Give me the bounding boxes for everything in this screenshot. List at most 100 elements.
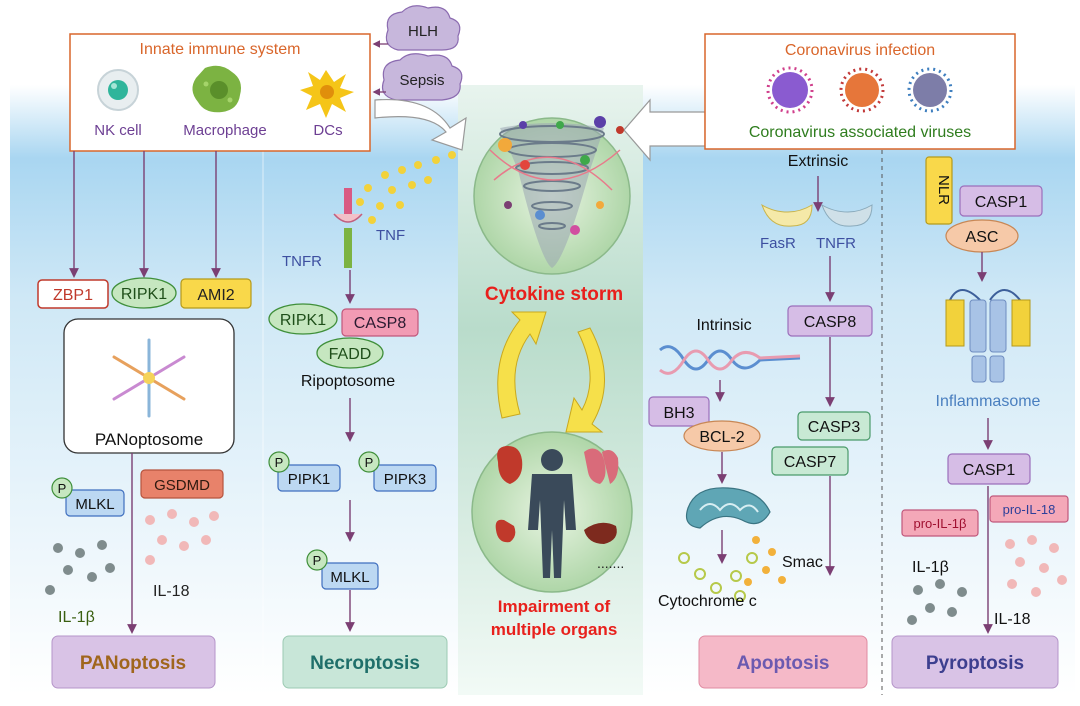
tnfr-receptor-icon <box>333 188 363 268</box>
svg-text:MLKL: MLKL <box>330 569 369 586</box>
virus-icon-3 <box>907 67 953 113</box>
sepsis-label: Sepsis <box>399 72 444 89</box>
svg-text:BH3: BH3 <box>663 405 694 422</box>
necroptosis-outcome: Necroptosis <box>282 635 448 689</box>
organs-circle: ....... <box>471 431 633 593</box>
panoptosis-outcome: PANoptosis <box>51 635 216 689</box>
cytochrome-label: Cytochrome c <box>658 593 757 610</box>
smac-label: Smac <box>782 554 823 571</box>
panoptosome-box: PANoptosome <box>63 318 235 454</box>
kidney-icon <box>495 519 516 543</box>
svg-text:CASP3: CASP3 <box>808 419 861 436</box>
cytochrome-dots <box>678 552 758 602</box>
svg-text:ZBP1: ZBP1 <box>53 287 93 304</box>
il18-pan-label: IL-18 <box>153 583 190 600</box>
heart-icon <box>497 446 523 484</box>
svg-text:Apoptosis: Apoptosis <box>737 653 830 674</box>
dna-helix-icon <box>659 345 801 375</box>
il18-pyro-label: IL-18 <box>994 611 1031 628</box>
coronavirus-title: Coronavirus infection <box>785 42 935 59</box>
svg-text:P: P <box>365 455 374 470</box>
casp1-box: CASP1 <box>947 453 1031 485</box>
svg-text:ASC: ASC <box>966 229 999 246</box>
svg-text:pro-IL-18: pro-IL-18 <box>1003 502 1056 517</box>
fasr-label: FasR <box>760 235 796 252</box>
panoptosome-complex-icon <box>112 338 186 418</box>
il18-dots-pan <box>145 509 219 565</box>
svg-text:Necroptosis: Necroptosis <box>310 653 420 674</box>
svg-text:CASP1: CASP1 <box>975 194 1028 211</box>
svg-text:P: P <box>275 455 284 470</box>
macrophage-label: Macrophage <box>183 122 266 139</box>
cytokine-tornado <box>473 116 631 275</box>
inflammasome-icon <box>945 289 1031 383</box>
svg-text:AMI2: AMI2 <box>197 287 234 304</box>
svg-text:FADD: FADD <box>329 346 372 363</box>
il1b-dots-pan <box>45 540 115 595</box>
extrinsic-label: Extrinsic <box>788 153 848 170</box>
liver-icon <box>584 522 617 544</box>
svg-text:PIPK3: PIPK3 <box>384 471 427 488</box>
pyroptosis-outcome: Pyroptosis <box>891 635 1059 689</box>
svg-text:PANoptosis: PANoptosis <box>80 653 186 674</box>
asc-ellipse: ASC <box>945 219 1019 253</box>
mitochondria-icon <box>685 487 771 529</box>
virus-icon-1 <box>766 66 814 114</box>
casp7-box: CASP7 <box>771 446 849 476</box>
svg-text:CASP8: CASP8 <box>804 314 857 331</box>
smac-dots <box>744 536 786 586</box>
apoptosis-outcome: Apoptosis <box>698 635 868 689</box>
il1b-pan-label: IL-1β <box>58 609 95 626</box>
lungs-icon <box>584 448 619 484</box>
sepsis-cloud: Sepsis <box>381 53 463 101</box>
tnf-dots <box>356 151 456 224</box>
nk-cell-icon <box>97 69 139 111</box>
fasr-receptor-icon <box>761 203 873 227</box>
bcl2-ellipse: BCL-2 <box>683 420 761 452</box>
svg-text:CASP7: CASP7 <box>784 454 837 471</box>
dcs-label: DCs <box>313 122 342 139</box>
nk-cell-label: NK cell <box>94 122 142 139</box>
svg-text:PIPK1: PIPK1 <box>288 471 331 488</box>
casp3-box: CASP3 <box>797 411 871 441</box>
casp8-apop: CASP8 <box>787 305 873 337</box>
left-big-arrow <box>374 98 467 151</box>
dendritic-cell-icon <box>300 70 354 118</box>
casp8-necro: CASP8 <box>341 308 419 337</box>
pipk1-box: PIPK1 P <box>268 451 341 492</box>
organs-ellipsis: ....... <box>597 555 624 571</box>
casp1-top-box: CASP1 <box>959 185 1043 217</box>
coronavirus-box: Coronavirus infection Coronavirus associ… <box>704 33 1016 150</box>
il1b-dots-pyro <box>907 579 967 625</box>
ami2-box: AMI2 <box>180 278 252 309</box>
svg-text:BCL-2: BCL-2 <box>699 429 744 446</box>
macrophage-icon <box>192 65 241 113</box>
cytokine-storm-label: Cytokine storm <box>485 284 623 305</box>
gsdmd-box: GSDMD <box>140 469 224 499</box>
cycle-arrow-down <box>565 327 605 433</box>
innate-immune-title: Innate immune system <box>140 41 301 58</box>
il18-dots-pyro <box>1005 535 1067 597</box>
svg-text:MLKL: MLKL <box>75 496 114 513</box>
ripk1-necro: RIPK1 <box>268 303 338 335</box>
right-big-arrow <box>623 98 706 162</box>
svg-text:GSDMD: GSDMD <box>154 477 210 494</box>
svg-text:RIPK1: RIPK1 <box>280 312 326 329</box>
zbp1-box: ZBP1 <box>37 279 109 309</box>
pro-il18-box: pro-IL-18 <box>989 495 1069 523</box>
coronavirus-assoc-label: Coronavirus associated viruses <box>749 124 971 141</box>
svg-text:P: P <box>58 481 67 496</box>
svg-text:pro-IL-1β: pro-IL-1β <box>914 516 967 531</box>
innate-immune-box: Innate immune system NK cell Macrophage … <box>69 33 371 152</box>
virus-icon-2 <box>839 67 885 113</box>
ripoptosome-label: Ripoptosome <box>301 373 395 390</box>
pipk3-box: PIPK3 P <box>358 451 437 492</box>
intrinsic-label: Intrinsic <box>696 317 751 334</box>
svg-text:CASP8: CASP8 <box>354 315 407 332</box>
ripk1-ellipse: RIPK1 <box>111 277 177 309</box>
bh3-box: BH3 <box>648 396 710 427</box>
cycle-arrow-up <box>497 311 547 419</box>
svg-text:RIPK1: RIPK1 <box>121 286 167 303</box>
